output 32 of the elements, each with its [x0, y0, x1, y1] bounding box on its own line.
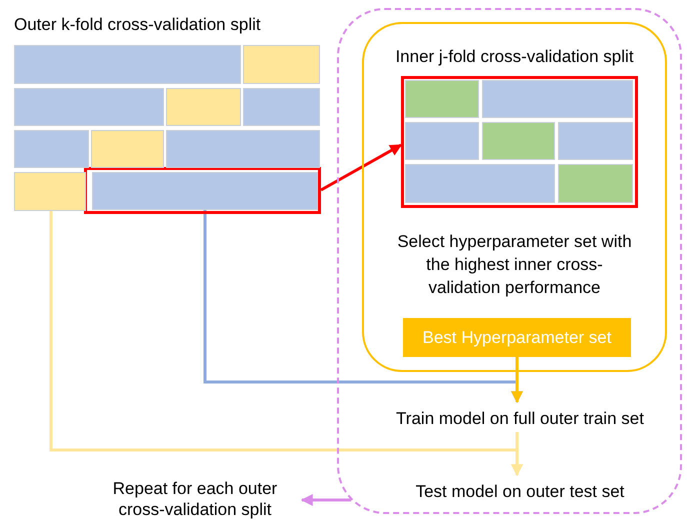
- heading: Outer k-fold cross-validation split: [14, 14, 261, 36]
- fold-bar: [14, 45, 241, 84]
- fold-bar: [243, 88, 320, 126]
- step-text: Train model on full outer train set: [396, 408, 644, 428]
- fold-bar: [405, 122, 479, 160]
- fold-bar: [91, 130, 164, 168]
- fold-bar: [14, 130, 89, 168]
- arrow: [300, 494, 351, 506]
- fold-bar: [482, 122, 555, 160]
- fold-bar: [92, 172, 318, 210]
- fold-bar: [166, 130, 320, 168]
- fold-bar: [166, 88, 241, 126]
- fold-bar: [14, 172, 86, 211]
- step-text: Repeat for each outer cross-validation split: [112, 478, 278, 520]
- highlight-box: [401, 76, 638, 208]
- panel-description: Select hyperparameter set with the highest inner cross-validation performance: [396, 231, 633, 299]
- highlight-box: [84, 167, 321, 214]
- arrow: [320, 144, 402, 192]
- rounded-panel: [362, 22, 667, 372]
- fold-bar: [405, 80, 479, 118]
- fold-bar: [482, 80, 633, 118]
- step-text: Test model on outer test set: [416, 480, 624, 502]
- fold-bar: [558, 122, 633, 160]
- arrow: [511, 357, 523, 404]
- fold-bar: [243, 45, 320, 84]
- fold-bar: [14, 88, 164, 126]
- dashed-region: [337, 8, 682, 514]
- fold-bar: [405, 164, 555, 203]
- panel-heading: Inner j-fold cross-validation split: [394, 46, 635, 68]
- arrow: [511, 432, 523, 476]
- fold-bar: [558, 164, 633, 203]
- result-box: Best Hyperparameter set: [403, 318, 631, 357]
